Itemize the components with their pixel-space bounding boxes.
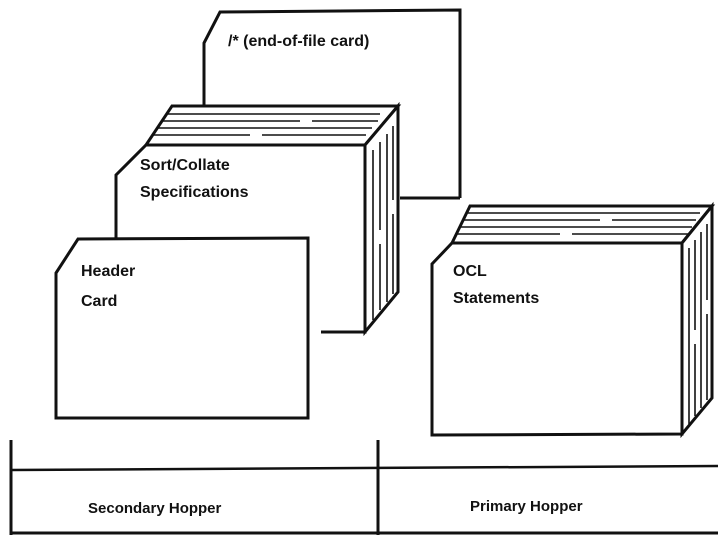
header-card-label-line1: Header [81, 263, 135, 280]
ocl-deck-top [449, 204, 716, 245]
hopper-top-rule [10, 464, 718, 472]
sort-collate-label-line2: Specifications [140, 184, 249, 201]
hopper-table [9, 440, 718, 535]
ocl-statements-deck: OCL Statements [430, 201, 716, 439]
ocl-deck-side-texture [688, 224, 708, 424]
primary-hopper-label: Primary Hopper [470, 498, 583, 515]
ocl-deck-top-texture [456, 212, 700, 235]
sort-collate-label-line1: Sort/Collate [140, 157, 230, 174]
header-card-label-line2: Card [81, 293, 117, 310]
ocl-label-line1: OCL [453, 263, 487, 280]
sort-collate-deck-side-texture [372, 126, 394, 320]
sort-collate-deck-top-texture [152, 113, 380, 136]
sort-collate-deck-top [143, 104, 402, 147]
header-card: Header Card [54, 236, 310, 420]
ocl-label-line2: Statements [453, 290, 539, 307]
end-of-file-card-label: /* (end-of-file card) [228, 33, 369, 50]
header-card-outline [54, 236, 310, 420]
secondary-hopper-label: Secondary Hopper [88, 500, 222, 517]
